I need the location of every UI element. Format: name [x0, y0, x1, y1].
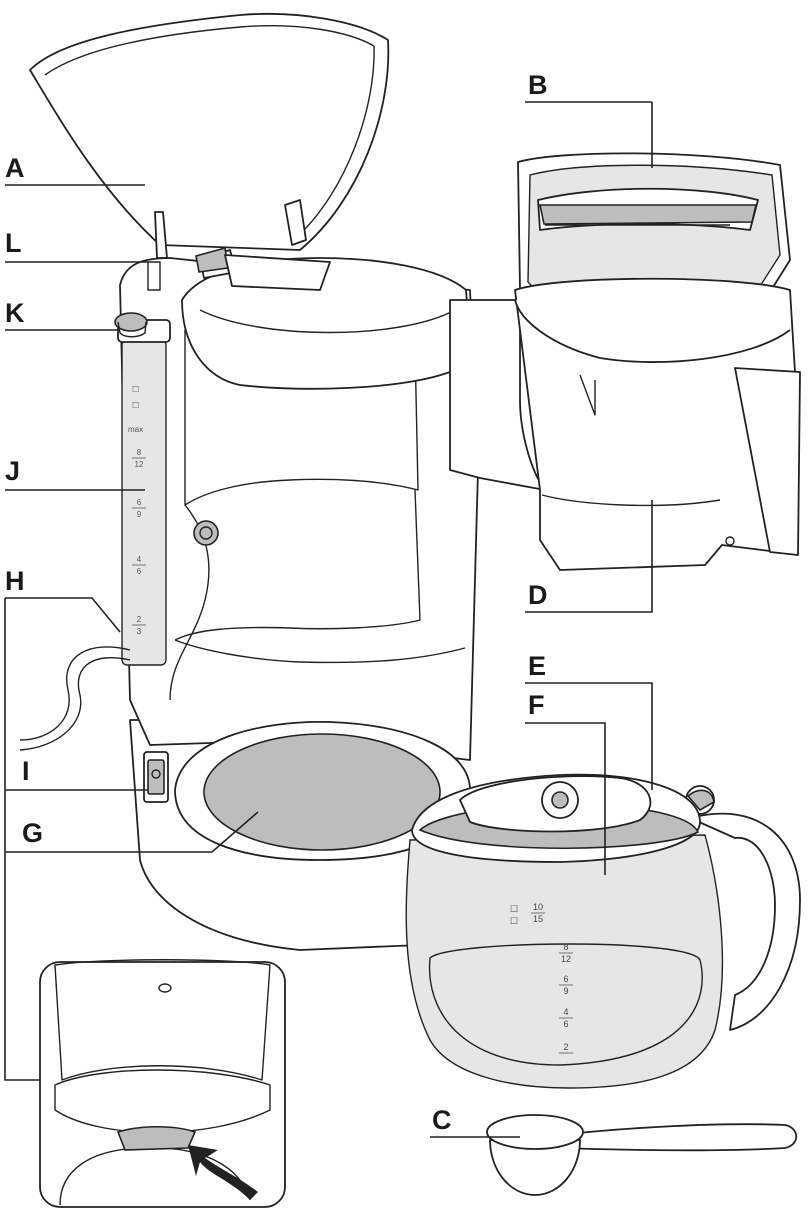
- label-i: I: [22, 756, 30, 786]
- part-labels: A B C D E F G H I J K L: [5, 70, 548, 1135]
- carafe-scale: 10 15 8 12 6 9 4 6 2: [531, 902, 573, 1054]
- leader-lines: [4, 101, 653, 1138]
- carafe-scale-mark-3-top: 4: [563, 1007, 568, 1017]
- part-l-hinge: [147, 261, 161, 291]
- carafe-scale-mark-4-top: 2: [563, 1042, 568, 1052]
- label-c: C: [432, 1105, 452, 1135]
- tank-scale-mark-2-top: 4: [137, 555, 142, 564]
- part-h-cord: [19, 646, 131, 751]
- carafe-scale-mark-1-top: 8: [563, 942, 568, 952]
- tank-scale-mark-0-bottom: 12: [135, 460, 144, 469]
- inset-cord-detail: [39, 959, 286, 1208]
- carafe-scale-mark-1-bottom: 12: [561, 954, 571, 964]
- carafe-scale-mark-2-bottom: 9: [563, 986, 568, 996]
- carafe-scale-mark-2-top: 6: [563, 974, 568, 984]
- carafe-scale-mark-0-bottom: 15: [533, 914, 543, 924]
- part-d-filter-holder: [514, 277, 801, 571]
- label-d: D: [528, 580, 548, 610]
- label-k: K: [5, 298, 25, 328]
- main-body: [119, 246, 546, 951]
- part-e-carafe-lid: [411, 773, 701, 863]
- tank-scale-mark-3-top: 2: [137, 615, 142, 624]
- tank-max-label: max: [128, 425, 143, 434]
- tank-scale-mark-0-top: 8: [137, 448, 142, 457]
- label-e: E: [528, 651, 546, 681]
- part-f-carafe: [405, 785, 801, 1089]
- tank-cup-icon-2: ☐: [132, 401, 139, 410]
- part-j-water-gauge: ☐ ☐ max: [117, 319, 171, 666]
- tank-scale-mark-1-top: 6: [137, 498, 142, 507]
- part-i-switch[interactable]: [143, 751, 169, 803]
- carafe-scale-mark-0-top: 10: [533, 902, 543, 912]
- label-f: F: [528, 690, 545, 720]
- tank-scale-mark-3-bottom: 3: [137, 627, 142, 636]
- tank-scale-mark-2-bottom: 6: [137, 567, 142, 576]
- tank-scale-mark-1-bottom: 9: [137, 510, 142, 519]
- carafe-scale-mark-3-bottom: 6: [563, 1019, 568, 1029]
- arrow-icon: [188, 1145, 258, 1200]
- part-k-knob[interactable]: [114, 312, 148, 338]
- label-a: A: [5, 153, 25, 183]
- label-j: J: [5, 456, 20, 486]
- part-c-measuring-spoon: [486, 1114, 798, 1196]
- label-h: H: [5, 566, 25, 596]
- carafe-cup-icon-2: ☐: [510, 916, 518, 926]
- label-g: G: [22, 818, 43, 848]
- part-g-hotplate: [203, 733, 441, 851]
- carafe-cup-icon: ☐: [510, 904, 518, 914]
- tank-scale: 8 12 6 9 4 6 2 3: [132, 448, 146, 636]
- label-b: B: [528, 70, 548, 100]
- label-l: L: [5, 228, 22, 258]
- tank-cup-icon: ☐: [132, 385, 139, 394]
- part-a-lid: [29, 12, 390, 259]
